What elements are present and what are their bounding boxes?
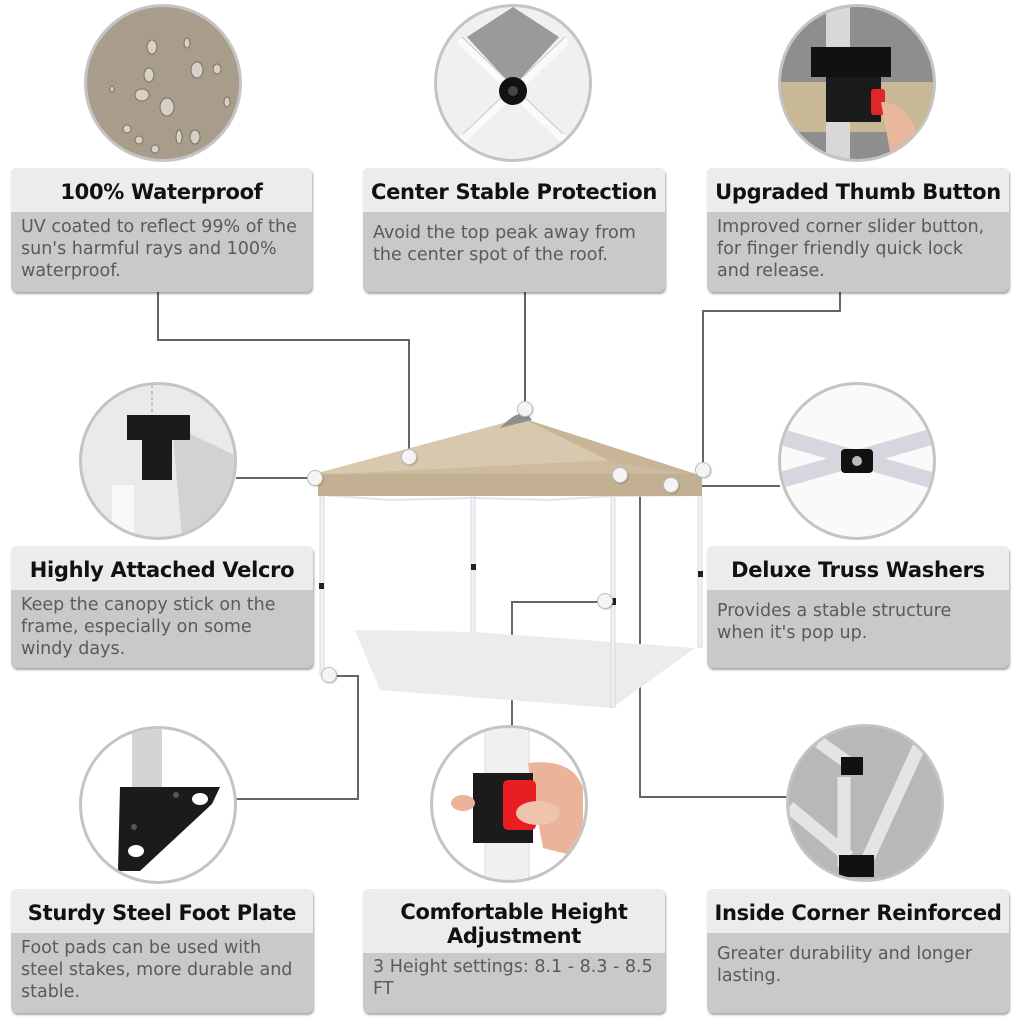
feature-description: Avoid the top peak away from the center …: [373, 223, 636, 265]
feature-card-truss: Deluxe Truss Washers Provides a stable s…: [707, 546, 1009, 668]
water-drops-icon: [84, 4, 242, 162]
velcro-strap-icon: [79, 382, 237, 540]
feature-card-velcro: Highly Attached Velcro Keep the canopy s…: [11, 546, 313, 668]
feature-title: Highly Attached Velcro: [11, 546, 313, 590]
feature-title: Comfortable Height Adjustment: [363, 889, 665, 953]
feature-description: Foot pads can be used with steel stakes,…: [21, 938, 293, 1002]
thumb-button-icon: [778, 4, 936, 162]
height-adjust-button-icon: [430, 725, 588, 883]
feature-card-height: Comfortable Height Adjustment 3 Height s…: [363, 889, 665, 1013]
feature-card-waterproof: 100% Waterproof UV coated to reflect 99%…: [11, 168, 312, 292]
feature-description: Improved corner slider button, for finge…: [717, 217, 985, 281]
feature-description: 3 Height settings: 8.1 - 8.3 - 8.5 FT: [373, 957, 653, 999]
feature-description: Provides a stable structure when it's po…: [717, 601, 952, 643]
feature-title: 100% Waterproof: [11, 168, 312, 212]
corner-bracket-icon: [786, 724, 944, 882]
anchor-dot-thumb: [696, 463, 710, 477]
feature-title: Center Stable Protection: [363, 168, 665, 212]
feature-description: UV coated to reflect 99% of the sun's ha…: [21, 217, 297, 281]
anchor-dot-height: [598, 594, 612, 608]
anchor-dot-waterproof: [402, 450, 416, 464]
canopy-illustration: [300, 390, 720, 720]
foot-plate-icon: [79, 726, 237, 884]
feature-card-center: Center Stable Protection Avoid the top p…: [363, 168, 665, 292]
anchor-dot-center: [518, 402, 532, 416]
feature-title: Upgraded Thumb Button: [707, 168, 1009, 212]
feature-card-corner: Inside Corner Reinforced Greater durabil…: [707, 889, 1009, 1013]
feature-description: Greater durability and longer lasting.: [717, 944, 973, 986]
center-hub-icon: [434, 4, 592, 162]
anchor-dot-truss: [664, 478, 678, 492]
feature-description: Keep the canopy stick on the frame, espe…: [21, 595, 276, 659]
anchor-dot-corner: [613, 468, 627, 482]
truss-washer-icon: [778, 382, 936, 540]
feature-card-foot: Sturdy Steel Foot Plate Foot pads can be…: [11, 889, 313, 1013]
feature-title: Deluxe Truss Washers: [707, 546, 1009, 590]
feature-title: Inside Corner Reinforced: [707, 889, 1009, 933]
feature-card-thumb: Upgraded Thumb Button Improved corner sl…: [707, 168, 1009, 292]
anchor-dot-foot: [322, 668, 336, 682]
feature-title: Sturdy Steel Foot Plate: [11, 889, 313, 933]
anchor-dot-velcro: [308, 471, 322, 485]
